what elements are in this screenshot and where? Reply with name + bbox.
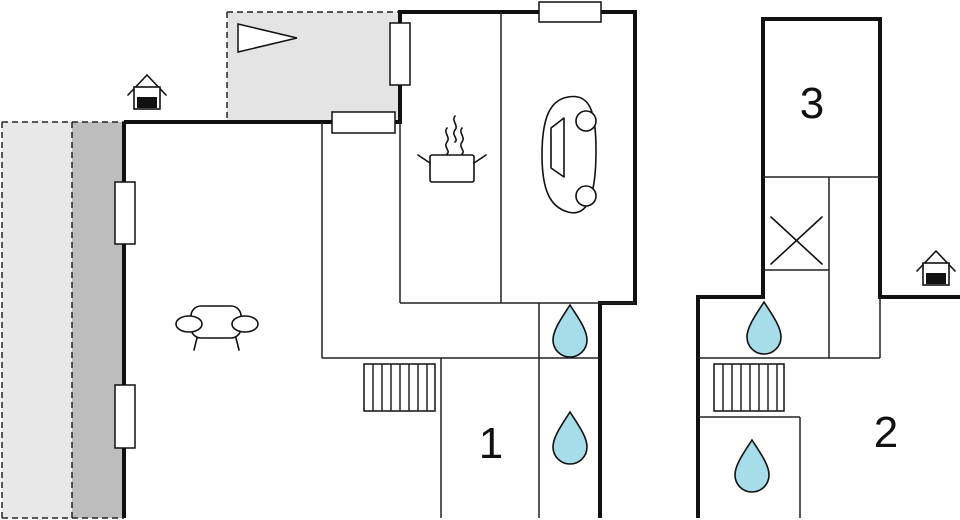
entrance-icon: [916, 250, 956, 286]
main-building-interior: [321, 12, 635, 518]
water-drop-icon: [552, 303, 588, 358]
room-number-2: 2: [874, 408, 898, 457]
orientation-triangle-icon: [237, 23, 298, 53]
water-drop-icon: [734, 438, 770, 493]
window: [331, 111, 396, 134]
window: [538, 1, 602, 23]
window: [114, 181, 136, 245]
cooking-pot-icon: [417, 115, 487, 183]
windows-main: [114, 1, 602, 449]
room-number-1: 1: [479, 419, 503, 468]
stairs-icon: [713, 363, 785, 412]
garden-area: [226, 11, 400, 122]
window: [114, 384, 136, 449]
water-drop-icon: [746, 300, 782, 355]
entrance-icon: [127, 74, 167, 110]
stairs-icon: [363, 363, 436, 412]
window: [389, 22, 411, 86]
car-icon: [541, 95, 597, 214]
water-drop-icon: [552, 410, 588, 465]
sofa-icon: [175, 305, 259, 351]
room-number-3: 3: [800, 79, 824, 128]
terrace-area: [1, 121, 124, 519]
second-building-interior: [698, 176, 881, 518]
storage-cross-icon: [770, 216, 823, 265]
